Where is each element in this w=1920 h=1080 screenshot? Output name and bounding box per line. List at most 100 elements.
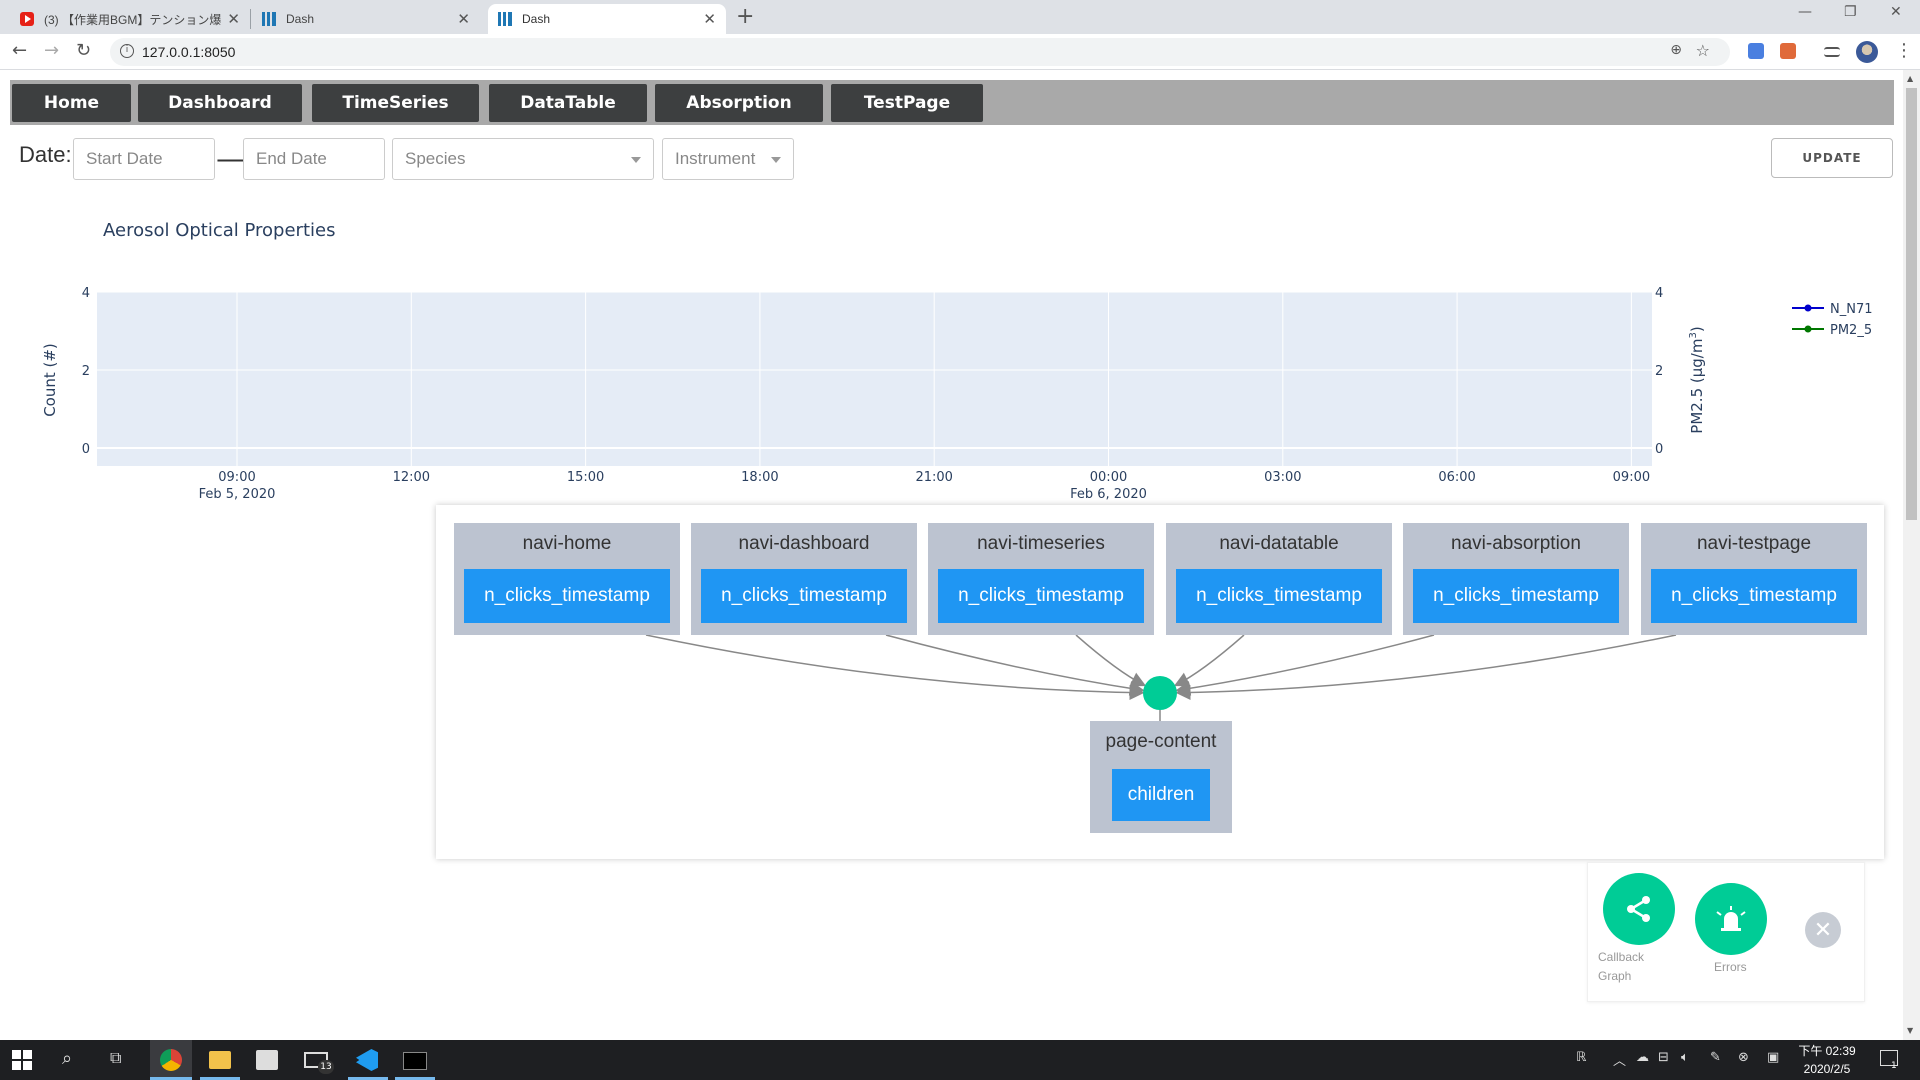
- browser-menu-icon[interactable]: ⋮: [1895, 40, 1913, 61]
- callback-node-navi-dashboard[interactable]: navi-dashboard n_clicks_timestamp: [691, 523, 917, 635]
- node-component-label: navi-dashboard: [738, 533, 870, 554]
- browser-tab-youtube[interactable]: (3) 【作業用BGM】テンション爆 ✕: [10, 4, 250, 34]
- node-component-label: navi-absorption: [1451, 533, 1581, 554]
- media-controls-icon[interactable]: [1824, 47, 1840, 57]
- search-icon[interactable]: ⌕: [62, 1048, 73, 1069]
- nav-testpage[interactable]: TestPage: [831, 84, 983, 122]
- address-bar[interactable]: i 127.0.0.1:8050 ⊕ ☆: [110, 38, 1730, 66]
- store-icon[interactable]: [256, 1050, 278, 1070]
- close-window-icon[interactable]: ✕: [1890, 4, 1902, 20]
- nav-home[interactable]: Home: [12, 84, 131, 122]
- pen-icon[interactable]: ✎: [1710, 1050, 1721, 1065]
- scroll-up-icon[interactable]: ▲: [1907, 74, 1914, 83]
- back-icon[interactable]: ←: [12, 40, 28, 61]
- node-property[interactable]: n_clicks_timestamp: [1413, 569, 1619, 623]
- app-tray-icon[interactable]: ⊗: [1738, 1050, 1749, 1065]
- tray-chevron-up-icon[interactable]: ︿: [1613, 1054, 1627, 1069]
- instrument-dropdown[interactable]: Instrument: [662, 138, 794, 180]
- legend-label: N_N71: [1830, 302, 1873, 317]
- taskbar-open-indicator: [200, 1077, 240, 1080]
- nav-datatable[interactable]: DataTable: [489, 84, 647, 122]
- callback-node-navi-testpage[interactable]: navi-testpage n_clicks_timestamp: [1641, 523, 1867, 635]
- node-property[interactable]: n_clicks_timestamp: [464, 569, 670, 623]
- profile-avatar[interactable]: [1856, 41, 1878, 63]
- task-view-icon[interactable]: ⧉: [110, 1048, 122, 1067]
- callback-node-navi-absorption[interactable]: navi-absorption n_clicks_timestamp: [1403, 523, 1629, 635]
- callback-node-navi-datatable[interactable]: navi-datatable n_clicks_timestamp: [1166, 523, 1392, 635]
- y-tick-label: 2: [82, 364, 90, 379]
- nav-dashboard[interactable]: Dashboard: [138, 84, 302, 122]
- callback-function-node[interactable]: [1143, 676, 1177, 710]
- clock-time: 下午 02:39: [1798, 1044, 1856, 1058]
- legend-marker: [1804, 304, 1812, 312]
- office-extension-icon[interactable]: [1780, 43, 1796, 59]
- callback-node-navi-home[interactable]: navi-home n_clicks_timestamp: [454, 523, 680, 635]
- update-button[interactable]: UPDATE: [1771, 138, 1893, 178]
- x-tick-label: 18:00: [741, 470, 778, 485]
- browser-tab-strip: (3) 【作業用BGM】テンション爆 ✕ Dash ✕ Dash ✕ + — ❐…: [0, 0, 1920, 34]
- onedrive-icon[interactable]: ☁: [1636, 1050, 1649, 1065]
- node-component-label: navi-testpage: [1696, 533, 1812, 554]
- errors-button[interactable]: [1695, 883, 1767, 955]
- forward-icon[interactable]: →: [44, 40, 60, 61]
- close-tab-icon[interactable]: ✕: [703, 11, 716, 28]
- x-tick-label: 12:00: [393, 470, 430, 485]
- restore-icon[interactable]: ❐: [1844, 4, 1857, 20]
- site-info-icon[interactable]: i: [120, 44, 134, 58]
- file-explorer-icon[interactable]: [209, 1051, 231, 1069]
- start-date-input[interactable]: Start Date: [73, 138, 215, 180]
- callback-edge: [1175, 634, 1677, 701]
- scrollbar-thumb[interactable]: [1906, 88, 1917, 520]
- node-property[interactable]: n_clicks_timestamp: [1651, 569, 1857, 623]
- browser-tab-dash-active[interactable]: Dash ✕: [488, 4, 726, 34]
- scroll-down-icon[interactable]: ▼: [1907, 1026, 1914, 1035]
- species-dropdown[interactable]: Species: [392, 138, 654, 180]
- y-tick-label: 4: [82, 286, 90, 301]
- new-tab-icon[interactable]: +: [736, 4, 755, 29]
- callback-graph-caption: Callback Graph: [1598, 948, 1644, 986]
- callback-graph-button[interactable]: [1603, 873, 1675, 945]
- reload-icon[interactable]: ↻: [76, 40, 92, 61]
- taskbar-clock[interactable]: 下午 02:39 2020/2/5: [1796, 1042, 1858, 1078]
- minimize-icon[interactable]: —: [1798, 4, 1812, 20]
- app-navbar: Home Dashboard TimeSeries DataTable Abso…: [10, 80, 1894, 125]
- volume-icon[interactable]: 🔈︎: [1681, 1050, 1689, 1065]
- notification-center-icon[interactable]: [1880, 1050, 1898, 1066]
- x-tick-label: 00:00: [1090, 470, 1127, 485]
- callback-node-page-content[interactable]: page-content children: [1090, 721, 1232, 833]
- end-date-input[interactable]: End Date: [243, 138, 385, 180]
- node-property[interactable]: n_clicks_timestamp: [701, 569, 907, 623]
- y-tick-label: 0: [82, 442, 90, 457]
- dash-icon: [498, 12, 512, 26]
- plot-area: [97, 292, 1652, 466]
- nav-timeseries[interactable]: TimeSeries: [312, 84, 479, 122]
- zoom-icon[interactable]: ⊕: [1670, 42, 1682, 58]
- node-property[interactable]: n_clicks_timestamp: [1176, 569, 1382, 623]
- node-property[interactable]: children: [1112, 769, 1210, 821]
- bookmark-star-icon[interactable]: ☆: [1695, 41, 1710, 60]
- network-icon[interactable]: ⊟: [1658, 1050, 1669, 1065]
- taskbar-open-indicator: [348, 1077, 388, 1080]
- close-tab-icon[interactable]: ✕: [457, 11, 470, 28]
- taskbar-active-indicator: [150, 1077, 192, 1080]
- terminal-icon[interactable]: [403, 1052, 427, 1070]
- caption-line: Graph: [1598, 969, 1632, 983]
- callback-edge: [1173, 634, 1245, 687]
- close-tab-icon[interactable]: ✕: [227, 11, 240, 28]
- callback-node-navi-timeseries[interactable]: navi-timeseries n_clicks_timestamp: [928, 523, 1154, 635]
- callback-edge: [885, 634, 1145, 696]
- language-icon[interactable]: ℝ: [1576, 1050, 1587, 1065]
- node-property[interactable]: n_clicks_timestamp: [938, 569, 1144, 623]
- chrome-icon[interactable]: [160, 1049, 182, 1071]
- browser-tab-dash-1[interactable]: Dash ✕: [252, 4, 480, 34]
- close-devtools-icon[interactable]: ✕: [1805, 912, 1841, 948]
- windows-start-icon[interactable]: [12, 1050, 32, 1070]
- x-tick-label: 03:00: [1264, 470, 1301, 485]
- translate-extension-icon[interactable]: [1748, 43, 1764, 59]
- notification-badge: 1: [1891, 1061, 1897, 1071]
- taskbar-open-indicator: [395, 1077, 435, 1080]
- nav-absorption[interactable]: Absorption: [655, 84, 823, 122]
- ime-icon[interactable]: ▣: [1767, 1050, 1780, 1065]
